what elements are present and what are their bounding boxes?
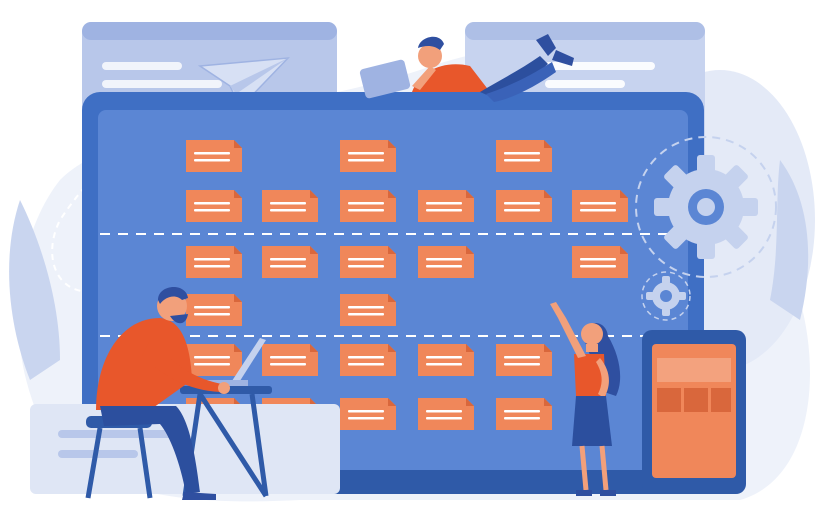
task-card: [418, 398, 474, 430]
task-card: [418, 246, 474, 278]
task-card: [340, 344, 396, 376]
task-card: [496, 344, 552, 376]
task-card: [340, 246, 396, 278]
task-card: [340, 140, 396, 172]
task-card: [262, 344, 318, 376]
task-card: [418, 190, 474, 222]
task-card: [572, 190, 628, 222]
gear-icon: [635, 136, 777, 278]
task-card: [262, 190, 318, 222]
task-card: [496, 140, 552, 172]
task-card: [262, 246, 318, 278]
person-lying-on-board: [359, 34, 574, 102]
task-card: [496, 398, 552, 430]
task-card: [186, 344, 242, 376]
task-card: [418, 344, 474, 376]
task-card: [572, 246, 628, 278]
task-card: [186, 246, 242, 278]
task-card: [340, 398, 396, 430]
task-card: [340, 294, 396, 326]
gear-small-icon: [641, 271, 691, 321]
task-card: [186, 190, 242, 222]
task-card: [186, 140, 242, 172]
task-card: [340, 190, 396, 222]
person-at-desk: [30, 286, 340, 500]
tablet-icon: [642, 330, 746, 494]
task-card: [186, 294, 242, 326]
person-standing-pointing: [550, 302, 621, 496]
task-card: [496, 190, 552, 222]
